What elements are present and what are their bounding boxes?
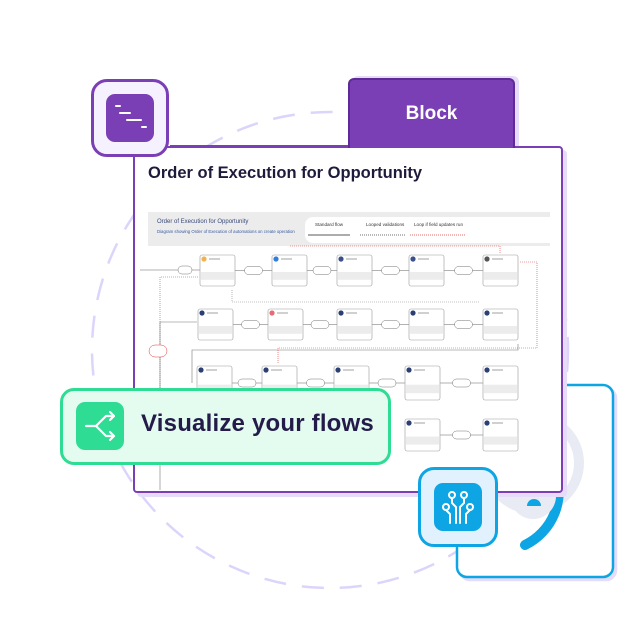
flow-condition-pill — [306, 378, 325, 388]
ring-dot — [527, 499, 541, 506]
dashed-orbit — [90, 110, 570, 590]
flow-node-icon — [338, 310, 344, 316]
flow-node-description — [273, 272, 306, 280]
banner-title: Visualize your flows — [141, 410, 374, 437]
flow-node-description — [199, 326, 232, 334]
flow-node-description — [484, 436, 517, 445]
flow-condition-pill — [381, 266, 400, 275]
flow-node-icon — [335, 367, 341, 373]
flow-node-icon — [406, 367, 412, 373]
flow-node-icon — [338, 256, 344, 262]
flow-condition-pill — [310, 320, 330, 329]
flow-node-icon — [198, 367, 204, 373]
flow-node-icon — [484, 310, 490, 316]
field-update-loop — [290, 245, 501, 253]
flow-node-description — [338, 272, 371, 280]
field-update-loop — [277, 261, 538, 364]
legend-field-updates-loop: Loop if field updates run — [414, 222, 464, 227]
flow-condition-pill — [454, 320, 473, 329]
looped-link — [231, 290, 480, 303]
circuit-icon — [434, 483, 482, 531]
flow-node-icon — [410, 310, 416, 316]
flow-condition-pill — [244, 266, 263, 275]
flow-node-icon — [263, 367, 269, 373]
flow-node-icon — [273, 256, 279, 262]
flow-node-icon — [484, 367, 490, 373]
flow-node-description — [410, 326, 443, 334]
split-arrows-icon — [76, 402, 124, 450]
flow-condition-pill — [452, 430, 471, 440]
diagram-subtitle: Diagram showing Order of Execution of au… — [157, 229, 295, 234]
legend-looped-validations: Looped validations — [366, 222, 405, 227]
flow-node-icon — [199, 310, 205, 316]
flow-node-icon — [484, 256, 490, 262]
flow-node-description — [484, 272, 517, 280]
legend-standard-flow: Standard flow — [315, 222, 344, 227]
card-title: Order of Execution for Opportunity — [148, 164, 423, 182]
flow-node-icon — [269, 310, 275, 316]
flow-node-description — [201, 272, 234, 280]
timeline-icon — [106, 94, 154, 142]
flow-node-icon — [410, 256, 416, 262]
diagram-legend — [305, 217, 550, 243]
block-tab[interactable]: Block — [348, 78, 515, 148]
flow-node-icon — [484, 420, 490, 426]
flow-condition-pill — [452, 378, 471, 388]
flow-node-description — [484, 384, 517, 394]
timeline-icon-tile — [91, 79, 169, 157]
flow-condition-pill — [177, 265, 193, 275]
flow-node-icon — [201, 256, 207, 262]
flow-node-description — [338, 326, 371, 334]
flow-condition-pill — [381, 320, 400, 329]
flow-link — [191, 344, 519, 383]
flow-condition-pill — [377, 378, 397, 388]
flow-condition-pill — [241, 320, 260, 329]
flow-condition-pill — [237, 378, 257, 388]
flow-condition-pill — [312, 266, 332, 275]
field-update-loop — [159, 276, 198, 430]
flow-node-description — [406, 384, 439, 394]
flow-node-description — [484, 326, 517, 334]
flow-condition-pill — [454, 266, 473, 275]
flow-node-description — [269, 326, 302, 334]
flow-node-icon — [406, 420, 412, 426]
diagram-title: Order of Execution for Opportunity — [157, 219, 249, 225]
flow-node-description — [406, 436, 439, 445]
flow-condition-pill — [148, 344, 168, 358]
flow-node-description — [410, 272, 443, 280]
circuit-icon-tile — [418, 467, 498, 547]
